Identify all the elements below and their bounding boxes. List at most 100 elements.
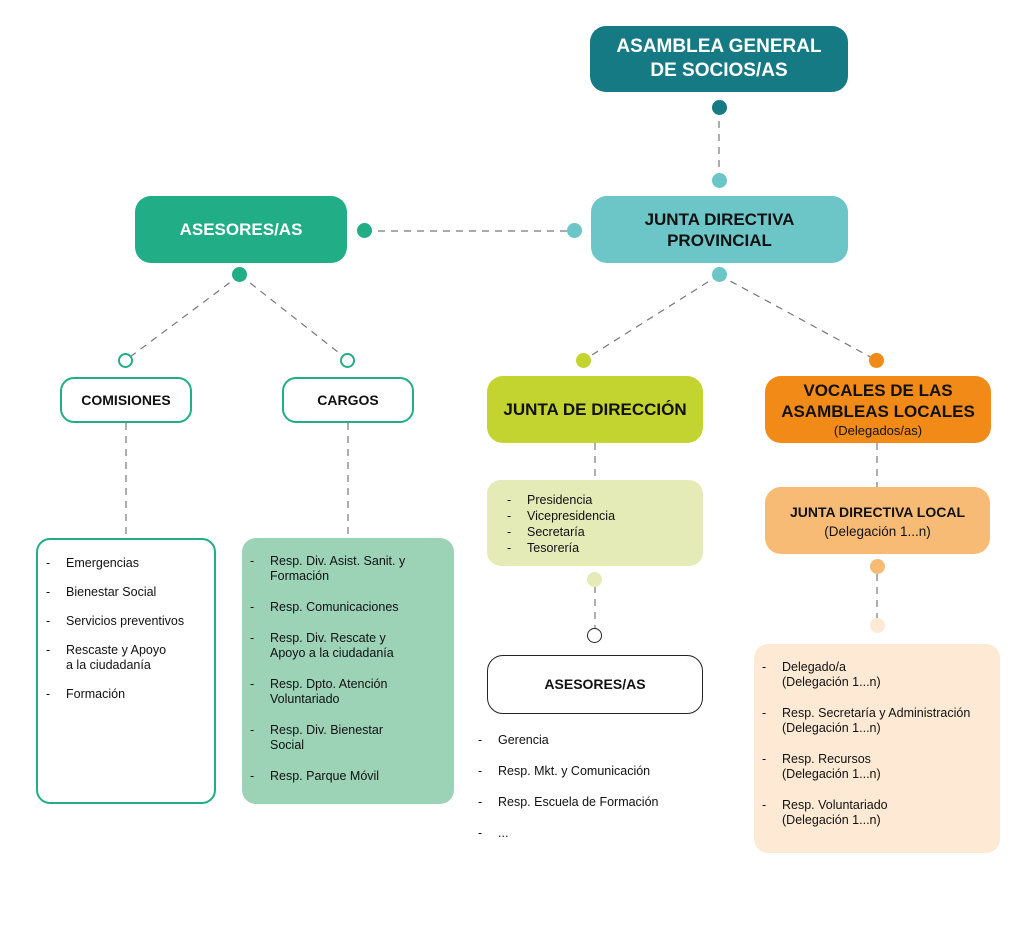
junta-direccion-node: JUNTA DE DIRECCIÓN: [487, 376, 703, 443]
comisiones-label: COMISIONES: [81, 391, 171, 408]
list-item: Servicios preventivos: [38, 614, 214, 629]
list-item: Delegado/a(Delegación 1...n): [754, 660, 1000, 690]
node-dot: [712, 173, 727, 188]
list-item-text: Social: [270, 738, 305, 752]
connector-asesores-cargos: [239, 274, 349, 361]
asamblea-line2: DE SOCIOS/AS: [650, 60, 788, 81]
list-item-text: Formación: [66, 687, 126, 701]
asamblea-line1: ASAMBLEA GENERAL: [616, 36, 822, 57]
junta-direccion-label: JUNTA DE DIRECCIÓN: [503, 400, 687, 419]
list-item: ...: [470, 826, 710, 841]
list-item: Resp. Parque Móvil: [242, 769, 454, 784]
junta-directiva-local-node: JUNTA DIRECTIVA LOCAL (Delegación 1...n): [765, 487, 990, 554]
list-item: Gerencia: [470, 733, 710, 748]
junta-direccion-list: PresidenciaVicepresidenciaSecretaríaTeso…: [487, 480, 703, 566]
list-item-text: Voluntariado: [270, 692, 340, 706]
list-item-text: (Delegación 1...n): [782, 721, 881, 735]
list-item-text: Servicios preventivos: [66, 614, 185, 628]
list-item-text: Resp. Div. Bienestar: [270, 723, 384, 737]
list-item: Resp. Voluntariado(Delegación 1...n): [754, 798, 1000, 828]
comisiones-node: COMISIONES: [60, 377, 192, 423]
node-dot: [357, 223, 372, 238]
list-item-text: Secretaría: [527, 525, 585, 539]
list-item-text: Resp. Div. Asist. Sanit. y: [270, 554, 406, 568]
list-item-text: Apoyo a la ciudadanía: [270, 646, 394, 660]
cargos-list: Resp. Div. Asist. Sanit. yFormaciónResp.…: [242, 538, 454, 804]
list-item-text: Resp. Parque Móvil: [270, 769, 380, 783]
list-item-text: Resp. Recursos: [782, 752, 871, 766]
list-item-text: Resp. Escuela de Formación: [498, 795, 659, 809]
node-dot: [870, 618, 885, 633]
list-item-text: Gerencia: [498, 733, 549, 747]
node-dot: [232, 267, 247, 282]
list-item: Formación: [38, 687, 214, 702]
node-dot: [712, 100, 727, 115]
junta-directiva-provincial-node: JUNTA DIRECTIVA PROVINCIAL: [591, 196, 848, 263]
list-item: Resp. Comunicaciones: [242, 600, 454, 615]
asesores-node: ASESORES/AS: [135, 196, 347, 263]
connector-junta-vocales: [718, 274, 877, 361]
list-item-text: Formación: [270, 569, 330, 583]
node-dot: [567, 223, 582, 238]
list-item-text: Presidencia: [527, 493, 593, 507]
list-item-text: a la ciudadanía: [66, 658, 151, 672]
cargos-node: CARGOS: [282, 377, 414, 423]
node-dot: [576, 353, 591, 368]
asesores-bottom-list: GerenciaResp. Mkt. y ComunicaciónResp. E…: [470, 733, 710, 843]
node-dot: [712, 267, 727, 282]
list-item: Resp. Escuela de Formación: [470, 795, 710, 810]
list-item-text: Bienestar Social: [66, 585, 157, 599]
list-item: Resp. Recursos(Delegación 1...n): [754, 752, 1000, 782]
list-item-text: Resp. Div. Rescate y: [270, 631, 386, 645]
list-item: Bienestar Social: [38, 585, 214, 600]
asesores-bottom-node: ASESORES/AS: [487, 655, 703, 714]
list-item-text: Rescaste y Apoyo: [66, 643, 167, 657]
list-item-text: Resp. Comunicaciones: [270, 600, 399, 614]
asesores-bottom-label: ASESORES/AS: [544, 676, 646, 692]
vocales-node: VOCALES DE LAS ASAMBLEAS LOCALES (Delega…: [765, 376, 991, 443]
junta-local-label: JUNTA DIRECTIVA LOCAL: [790, 503, 965, 520]
list-item-text: (Delegación 1...n): [782, 767, 881, 781]
list-item: Tesorería: [499, 540, 703, 556]
junta-local-list: Delegado/a(Delegación 1...n)Resp. Secret…: [754, 644, 1000, 853]
junta-provincial-line1: JUNTA DIRECTIVA: [644, 209, 795, 229]
cargos-label: CARGOS: [317, 391, 379, 408]
list-item: Emergencias: [38, 556, 214, 571]
node-dot-hollow: [587, 628, 602, 643]
list-item-text: Delegado/a: [782, 660, 846, 674]
list-item-text: ...: [498, 826, 509, 840]
junta-local-sub: (Delegación 1...n): [824, 523, 931, 539]
vocales-line1: VOCALES DE LAS: [803, 381, 953, 400]
list-item-text: Resp. Mkt. y Comunicación: [498, 764, 651, 778]
list-item: Presidencia: [499, 492, 703, 508]
connector-junta-direccion: [583, 274, 720, 361]
list-item-text: Vicepresidencia: [527, 509, 616, 523]
list-item: Resp. Secretaría y Administración(Delega…: [754, 706, 1000, 736]
vocales-line2: ASAMBLEAS LOCALES: [781, 402, 975, 421]
node-dot-hollow: [340, 353, 355, 368]
connector-asesores-comisiones: [125, 274, 241, 361]
node-dot: [587, 572, 602, 587]
list-item: Secretaría: [499, 524, 703, 540]
junta-provincial-line2: PROVINCIAL: [667, 230, 772, 250]
list-item-text: Emergencias: [66, 556, 139, 570]
list-item-text: (Delegación 1...n): [782, 675, 881, 689]
list-item-text: Resp. Voluntariado: [782, 798, 888, 812]
asamblea-general-node: ASAMBLEA GENERAL DE SOCIOS/AS: [590, 26, 848, 92]
list-item-text: Resp. Dpto. Atención: [270, 677, 388, 691]
list-item: Resp. Mkt. y Comunicación: [470, 764, 710, 779]
list-item: Vicepresidencia: [499, 508, 703, 524]
list-item-text: Tesorería: [527, 541, 580, 555]
asesores-label: ASESORES/AS: [179, 220, 303, 239]
node-dot: [869, 353, 884, 368]
list-item-text: Resp. Secretaría y Administración: [782, 706, 971, 720]
node-dot-hollow: [118, 353, 133, 368]
list-item-text: (Delegación 1...n): [782, 813, 881, 827]
vocales-sub: (Delegados/as): [833, 423, 923, 438]
comisiones-list: EmergenciasBienestar SocialServicios pre…: [36, 538, 216, 804]
